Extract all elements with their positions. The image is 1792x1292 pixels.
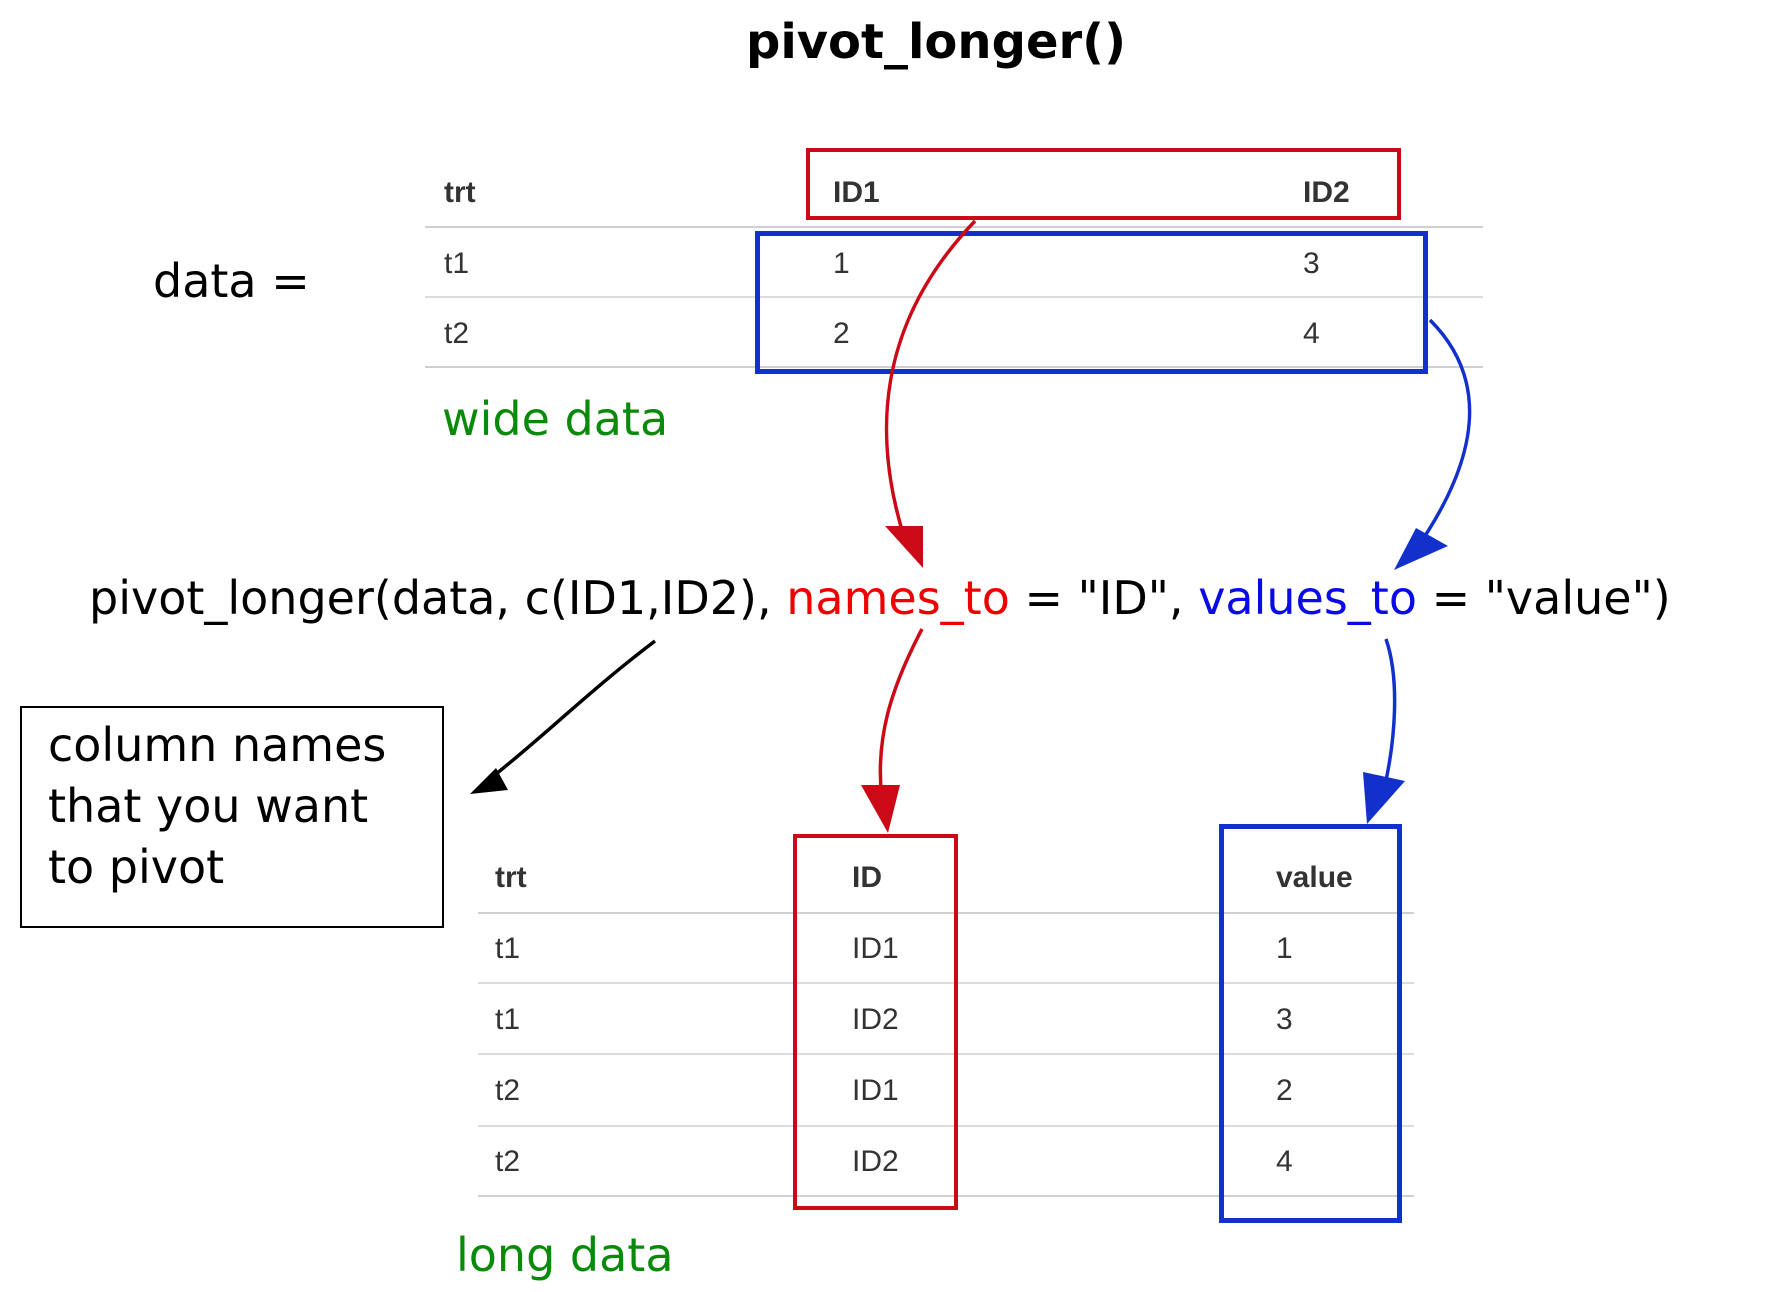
long-value-column-highlight [1219, 824, 1402, 1223]
note-line-1: column names [48, 718, 387, 772]
note-line-3: to pivot [48, 840, 225, 894]
long-header-rule [478, 912, 1414, 914]
wide-cell-r1-id1: 1 [833, 247, 850, 280]
long-id-column-highlight [793, 834, 958, 1210]
long-cell-r2-value: 3 [1276, 1003, 1293, 1036]
wide-header-id2: ID2 [1303, 176, 1350, 209]
long-cell-r4-value: 4 [1276, 1145, 1293, 1178]
long-header-trt: trt [495, 861, 527, 894]
long-row-rule [478, 982, 1414, 984]
wide-data-caption: wide data [442, 392, 669, 446]
long-row-rule [478, 1125, 1414, 1127]
long-cell-r3-value: 2 [1276, 1074, 1293, 1107]
red-arrowhead-names-to [885, 526, 923, 568]
wide-cell-r1-id2: 3 [1303, 247, 1320, 280]
red-arrowhead-id-column [861, 785, 900, 833]
long-cell-r1-id: ID1 [852, 932, 899, 965]
long-header-value: value [1276, 861, 1353, 894]
pivot-longer-call: pivot_longer(data, c(ID1,ID2), names_to … [89, 571, 1671, 625]
long-cell-r4-id: ID2 [852, 1145, 899, 1178]
wide-header-id1: ID1 [833, 176, 880, 209]
long-cell-r1-value: 1 [1276, 932, 1293, 965]
blue-arrow-to-values-to [1410, 318, 1472, 557]
long-header-id: ID [852, 861, 882, 894]
wide-values-highlight [755, 231, 1428, 374]
long-data-caption: long data [456, 1228, 674, 1282]
data-assignment-label: data = [153, 254, 310, 308]
values-to-argument: values_to [1198, 571, 1417, 625]
wide-bottom-rule [425, 366, 1483, 368]
diagram-title: pivot_longer() [745, 14, 1127, 70]
long-bottom-rule [478, 1195, 1414, 1197]
long-cell-r1-trt: t1 [495, 932, 521, 965]
names-to-argument: names_to [786, 571, 1010, 625]
code-prefix: pivot_longer(data, c(ID1,ID2), [89, 571, 787, 625]
wide-cell-r2-id2: 4 [1303, 317, 1320, 350]
long-cell-r3-id: ID1 [852, 1074, 899, 1107]
wide-header-rule [425, 226, 1483, 228]
wide-header-trt: trt [444, 176, 476, 209]
wide-cell-r2-id1: 2 [833, 317, 850, 350]
blue-arrowhead-value-column [1363, 772, 1405, 824]
black-arrow-to-note [484, 639, 657, 784]
note-line-2: that you want [48, 779, 369, 833]
long-cell-r3-trt: t2 [495, 1074, 521, 1107]
red-arrow-to-names-to [884, 219, 977, 541]
black-arrowhead-note [470, 768, 508, 794]
wide-cell-r1-trt: t1 [444, 247, 470, 280]
blue-arrowhead-values-to [1394, 528, 1448, 570]
long-cell-r4-trt: t2 [495, 1145, 521, 1178]
wide-cell-r2-trt: t2 [444, 317, 470, 350]
long-row-rule [478, 1053, 1414, 1055]
code-middle: = "ID", [1009, 571, 1199, 625]
blue-arrow-to-value-column [1383, 638, 1397, 786]
column-names-note: column names that you want to pivot [20, 706, 444, 928]
code-suffix: = "value") [1416, 571, 1671, 625]
red-arrow-to-id-column [878, 628, 924, 801]
long-cell-r2-id: ID2 [852, 1003, 899, 1036]
wide-column-names-highlight [806, 148, 1401, 220]
wide-row-rule [425, 296, 1483, 298]
long-cell-r2-trt: t1 [495, 1003, 521, 1036]
